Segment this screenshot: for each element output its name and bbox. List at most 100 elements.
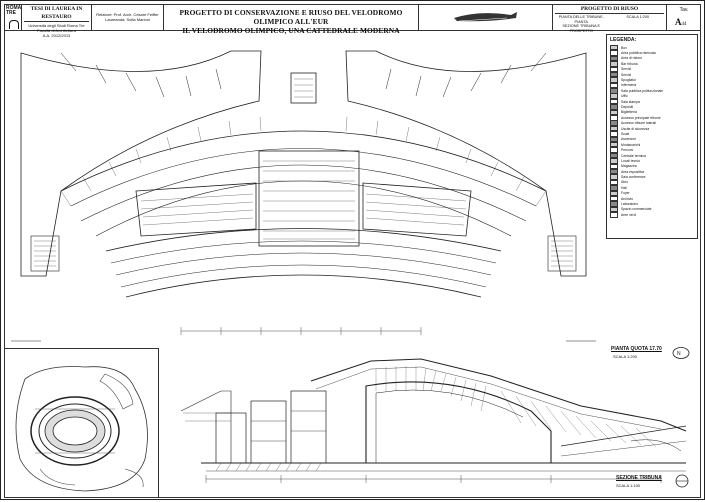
university-block: TESI DI LAUREA IN RESTAURO Università de… — [22, 4, 92, 38]
legend-swatch — [610, 120, 618, 126]
legend-item: Servizi — [610, 66, 694, 73]
legend-item: Sala stampa — [610, 98, 694, 105]
tav-letter: A — [675, 17, 682, 27]
legend-item: Scale — [610, 131, 694, 137]
legend-swatch — [610, 131, 618, 137]
legend-swatch — [610, 174, 618, 180]
legend-item: Percorsi — [610, 147, 694, 153]
legend-item: Accesso principale tribune — [610, 115, 694, 121]
legend-swatch — [610, 195, 618, 202]
site-plan-drawing — [15, 366, 148, 492]
legend-swatch — [610, 190, 618, 196]
legend-label: Montacarichi — [621, 142, 641, 147]
legend-label: Laboratorio — [621, 202, 639, 207]
legend-swatch — [610, 141, 618, 148]
legend-label: Hall — [621, 185, 627, 190]
tav-label: Tav. — [679, 7, 689, 13]
legend-swatch — [610, 82, 618, 89]
legend-swatch — [610, 44, 618, 51]
legend-label: Sala conferenze — [621, 175, 646, 180]
legend-item: Locali tecnici — [610, 158, 694, 164]
supervisor-line: Relatore: Prof. Arch. Cesare Feiffer — [96, 12, 159, 17]
legend-swatch — [610, 201, 618, 207]
legend-item: Uscite di sicurezza — [610, 125, 694, 132]
section-mark-icon — [675, 474, 689, 488]
legend-swatch — [610, 147, 618, 153]
legend-label: Area pubblica riservata — [621, 51, 656, 56]
sheet-number-block: Tav. A44 — [667, 4, 701, 31]
legend-swatch — [610, 179, 618, 186]
legend-item: Hall — [610, 185, 694, 191]
legend-label: Servizi — [621, 72, 632, 77]
legend-item: Magazzino — [610, 163, 694, 170]
legend-swatch — [610, 77, 618, 83]
legend-item: Atrio — [610, 179, 694, 186]
legend-item: Area pubblica riservata — [610, 50, 694, 56]
legend-item: Ascensori — [610, 136, 694, 143]
legend-label: Area espositiva — [621, 169, 645, 174]
legend-item: Infermeria — [610, 82, 694, 89]
legend-swatch — [610, 66, 618, 73]
university-line: Università degli Studi Roma Tre — [28, 23, 85, 28]
legend-label: Bar tribuna — [621, 61, 638, 66]
legend-swatch — [610, 168, 618, 175]
legend-item: Sala pubblica polifunzionale — [610, 88, 694, 94]
legend-label: Infermeria — [621, 83, 637, 88]
title-block: PROGETTO DI CONSERVAZIONE E RIUSO DEL VE… — [164, 4, 419, 35]
section-scale: SCALA 1:100 — [616, 483, 641, 488]
legend-swatch — [610, 163, 618, 170]
phase-desc-2: SEZIONE TRIBUNA E PROSPETTO — [562, 24, 601, 33]
legend-label: Accesso tribune laterali — [621, 121, 657, 126]
legend-swatch — [610, 185, 618, 191]
legend-label: Percorsi — [621, 148, 634, 153]
legend-item: Spazio commerciale — [610, 206, 694, 213]
legend-label: Magazzino — [621, 164, 638, 169]
legend-item: Centrale termica — [610, 152, 694, 159]
legend-item: Laboratorio — [610, 201, 694, 207]
legend-label: Box — [621, 45, 627, 50]
legend-label: Spogliatoi — [621, 78, 636, 83]
phase-scale: SCALA 1:200 — [626, 15, 650, 19]
legend-item: Bar tribuna — [610, 61, 694, 67]
phase-row: SEZIONE TRIBUNA E PROSPETTO — [553, 24, 666, 33]
legend-item: Biglietteria — [610, 109, 694, 116]
project-title: PROGETTO DI CONSERVAZIONE E RIUSO DEL VE… — [179, 8, 403, 26]
north-label: N — [677, 351, 681, 357]
phase-block: PROGETTO DI RIUSO PIANTA DELLE TRIBUNE, … — [553, 4, 667, 33]
student-line: Laureanda: Sofia Marioni — [105, 17, 150, 22]
legend-title: LEGENDA: — [610, 37, 637, 43]
plan-scale: SCALA 1:200 — [613, 354, 638, 359]
legend-label: Scale — [621, 131, 630, 136]
legend-label: Aree verdi — [621, 212, 637, 217]
legend-swatch — [610, 115, 618, 121]
section-title: SEZIONE TRIBUNA — [616, 475, 662, 481]
legend-label: Spazio commerciale — [621, 207, 652, 212]
legend-swatch — [610, 50, 618, 56]
thesis-type: TESI DI LAUREA IN RESTAURO — [24, 5, 89, 22]
legend-item: Sala conferenze — [610, 174, 694, 180]
velodrome-sketch-icon — [454, 12, 517, 22]
section-drawing — [180, 358, 687, 483]
legend-label: Uffici — [621, 94, 629, 99]
site-plan-box — [4, 348, 159, 498]
velodrome-sketch-block — [419, 4, 553, 31]
legend-label: Biglietteria — [621, 110, 637, 115]
legend-label: Archivio — [621, 196, 634, 201]
legend-item: Uffici — [610, 93, 694, 99]
north-arrow-icon: N — [672, 347, 690, 359]
legend-item: Archivio — [610, 195, 694, 202]
legend-label: Sala pubblica polifunzionale — [621, 88, 664, 93]
phase-empty — [610, 24, 667, 33]
logo-arch-icon — [9, 20, 19, 29]
legend-label: Area di ristoro — [621, 56, 643, 61]
legend-swatch — [610, 109, 618, 116]
legend-label: Accesso principale tribune — [621, 115, 661, 120]
year-line: A.A. 2012/2013 — [42, 33, 71, 38]
legend-label: Uscite di sicurezza — [621, 126, 650, 131]
legend-swatch — [610, 206, 618, 213]
legend-swatch — [610, 136, 618, 143]
legend-swatch — [610, 88, 618, 94]
phase-row: PIANTA DELLE TRIBUNE, PIANTA SCALA 1:200 — [553, 15, 666, 24]
tribune-plan-drawing — [11, 50, 596, 342]
